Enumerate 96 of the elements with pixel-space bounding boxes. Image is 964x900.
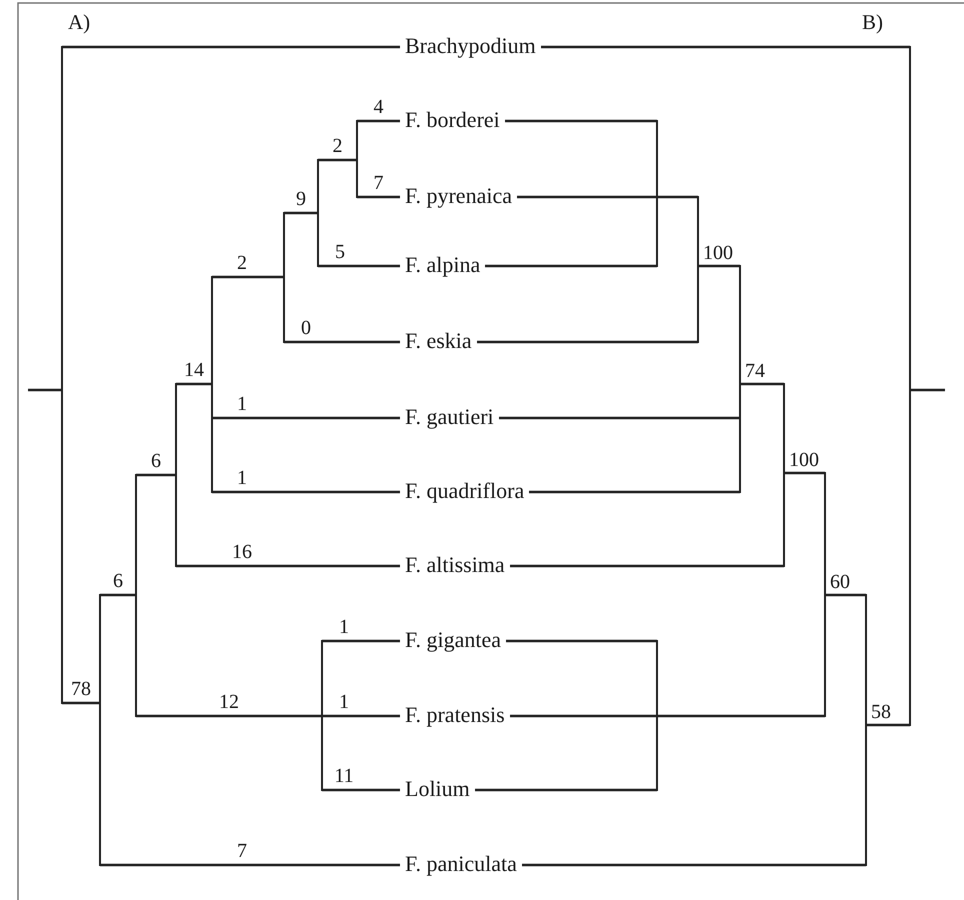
tree-branch	[510, 714, 657, 718]
clade-junction	[696, 196, 700, 344]
tree-branch	[825, 594, 866, 596]
tree-branch	[506, 640, 657, 642]
support-value: 74	[745, 361, 765, 381]
tree-branch	[318, 158, 357, 162]
branch-length: 9	[296, 189, 306, 209]
taxon-label: F. pratensis	[400, 703, 510, 727]
taxon-label: F. alpina	[400, 253, 486, 277]
tree-branch	[212, 276, 284, 278]
clade-junction	[282, 212, 286, 344]
branch-length: 7	[374, 173, 384, 193]
taxon-label: F. gautieri	[400, 405, 499, 429]
clade-junction	[320, 640, 324, 792]
taxon-label: F. altissima	[400, 553, 510, 577]
tree-branch	[318, 264, 400, 268]
taxon-label: Lolium	[400, 777, 475, 801]
branch-length: 6	[113, 571, 123, 591]
support-value: 100	[789, 450, 819, 470]
root-branch	[910, 388, 945, 392]
tree-branch	[784, 472, 825, 474]
clade-junction	[210, 276, 214, 494]
clade-junction	[656, 640, 658, 792]
taxon-label: F. gigantea	[400, 628, 506, 652]
tree-branch	[505, 120, 657, 122]
tree-branch	[517, 196, 657, 198]
tree-branch	[284, 340, 400, 344]
branch-length: 12	[219, 692, 239, 712]
tree-branch	[485, 264, 657, 268]
branch-length: 0	[301, 318, 311, 338]
tree-branch	[499, 416, 740, 420]
tree-branch	[510, 564, 784, 568]
tree-branch	[698, 264, 740, 268]
branch-length: 7	[237, 841, 247, 861]
clade-junction	[738, 264, 742, 494]
clade-junction	[824, 472, 826, 718]
clade-junction	[356, 120, 358, 198]
branch-length: 1	[339, 692, 349, 712]
tree-branch	[176, 382, 212, 386]
branch-length: 6	[151, 451, 161, 471]
tree-branch	[357, 120, 400, 122]
support-value: 100	[703, 243, 733, 263]
branch-length: 1	[339, 617, 349, 637]
tree-branch	[657, 714, 825, 718]
clade-junction	[656, 120, 658, 268]
tree-branch	[284, 212, 318, 214]
tree-branch	[62, 702, 100, 704]
panel-label: A)	[68, 12, 90, 32]
branch-length: 5	[335, 242, 345, 262]
clade-junction	[174, 382, 178, 568]
taxon-label: F. quadriflora	[400, 479, 530, 503]
tree-branch	[322, 788, 400, 792]
branch-length: 2	[237, 253, 247, 273]
tree-branch	[136, 714, 322, 718]
branch-length: 16	[232, 542, 252, 562]
support-value: 58	[871, 702, 891, 722]
taxon-label: Brachypodium	[400, 34, 541, 58]
tree-branch	[522, 864, 866, 866]
tree-branch	[477, 340, 698, 344]
taxon-label: F. paniculata	[400, 852, 522, 876]
clade-junction	[908, 46, 912, 726]
tree-branch	[740, 382, 784, 386]
tree-branch	[529, 490, 740, 494]
tree-branch	[322, 714, 400, 718]
clade-junction	[864, 594, 868, 866]
tree-branch	[657, 196, 698, 198]
branch-length: 78	[71, 679, 91, 699]
tree-branch	[212, 490, 400, 494]
tree-branch	[62, 46, 400, 48]
branch-length: 1	[237, 468, 247, 488]
branch-length: 1	[237, 394, 247, 414]
clade-junction	[782, 382, 786, 568]
tree-branch	[475, 788, 657, 792]
panel-label: B)	[862, 12, 883, 32]
clade-junction	[134, 474, 138, 718]
tree-branch	[136, 474, 176, 476]
support-value: 60	[830, 572, 850, 592]
branch-length: 11	[334, 766, 354, 786]
tree-branch	[357, 196, 400, 198]
branch-length: 4	[374, 97, 384, 117]
tree-branch	[176, 564, 400, 568]
branch-length: 14	[184, 360, 204, 380]
clade-junction	[98, 594, 102, 866]
branch-length: 2	[332, 136, 342, 156]
taxon-label: F. borderei	[400, 108, 505, 132]
tree-branch	[866, 724, 910, 726]
taxon-label: F. pyrenaica	[400, 184, 517, 208]
tree-branch	[322, 640, 400, 642]
taxon-label: F. eskia	[400, 329, 477, 353]
root-branch	[28, 388, 62, 392]
tree-branch	[100, 594, 136, 596]
tree-branch	[541, 46, 910, 48]
clade-junction	[316, 158, 320, 268]
tree-branch	[212, 416, 400, 420]
clade-junction	[60, 46, 64, 704]
tree-branch	[100, 864, 400, 866]
